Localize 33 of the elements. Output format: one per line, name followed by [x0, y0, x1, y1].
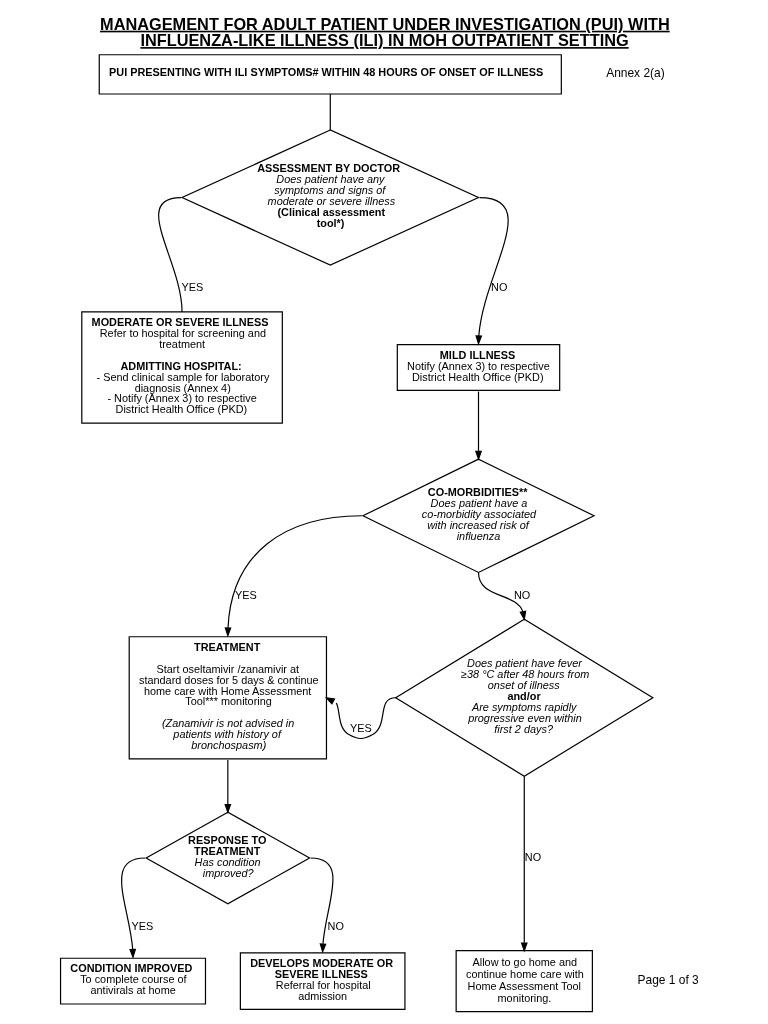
- node-box: MILD ILLNESS Notify (Annex 3) to respective District Health Office (PKD): [396, 343, 560, 391]
- edge-label: NO: [524, 850, 541, 863]
- edge-label: NO: [490, 280, 507, 293]
- arrow: [223, 758, 231, 814]
- node-diamond: Does patient have fever ≥38 °C after 48 hours from onset of illness and/or Are symptoms rapidly progressive even within first 2 days?: [394, 618, 654, 777]
- edge-label: YES: [130, 919, 153, 932]
- arrow: [520, 775, 528, 952]
- node-box: TREATMENT Start oseltamivir /zanamivir at standard doses for 5 days & continue home care with Home Assessment Tool*** monitoring (Zanamivir is not advised in patients with history of bronchospasm): [128, 635, 327, 759]
- connector: [157, 196, 183, 313]
- node-box: CONDITION IMPROVED To complete course of antivirals at home: [59, 957, 206, 1005]
- arrow: [474, 196, 509, 345]
- arrow: [324, 696, 396, 739]
- node-box: PUI PRESENTING WITH ILI SYMPTOMS# WITHIN 48 HOURS OF ONSET OF ILLNESS: [98, 53, 562, 95]
- label: Annex 2(a): [605, 65, 665, 80]
- node-box: Allow to go home and continue home care with Home Assessment Tool monitoring.: [455, 949, 593, 1012]
- diagram-title: MANAGEMENT FOR ADULT PATIENT UNDER INVESTIGATION (PUI) WITH INFLUENZA-LIKE ILLNESS (ILI) IN MOH OUTPATIENT SETTING: [99, 14, 670, 49]
- edge-label: NO: [513, 588, 530, 601]
- label: Page 1 of 3: [637, 972, 699, 987]
- arrow: [474, 390, 482, 461]
- node-diamond: CO-MORBIDITIES** Does patient have a co-morbidity associated with increased risk of influenza: [361, 457, 595, 573]
- node-diamond: RESPONSE TO TREATMENT Has condition improved?: [144, 811, 311, 904]
- edge-label: NO: [327, 919, 344, 932]
- arrow: [224, 514, 362, 637]
- connector: [329, 92, 331, 131]
- edge-label: YES: [349, 721, 372, 734]
- edge-label: YES: [181, 280, 203, 293]
- edge-label: YES: [234, 588, 257, 601]
- arrow: [120, 856, 146, 959]
- node-box: DEVELOPS MODERATE OR SEVERE ILLNESS Referral for hospital admission: [239, 951, 406, 1010]
- arrow: [309, 856, 334, 953]
- node-diamond: ASSESSMENT BY DOCTOR Does patient have any symptoms and signs of moderate or severe illness (Clinical assessment tool*): [180, 128, 480, 266]
- arrow: [477, 571, 526, 621]
- node-box: MODERATE OR SEVERE ILLNESS Refer to hospital for screening and treatment ADMITTING HOSPITAL: - Send clinical sample for laboratory diagnosis (Annex 4) - Notify (Annex 3) to respective District Health Office (PKD): [80, 310, 283, 424]
